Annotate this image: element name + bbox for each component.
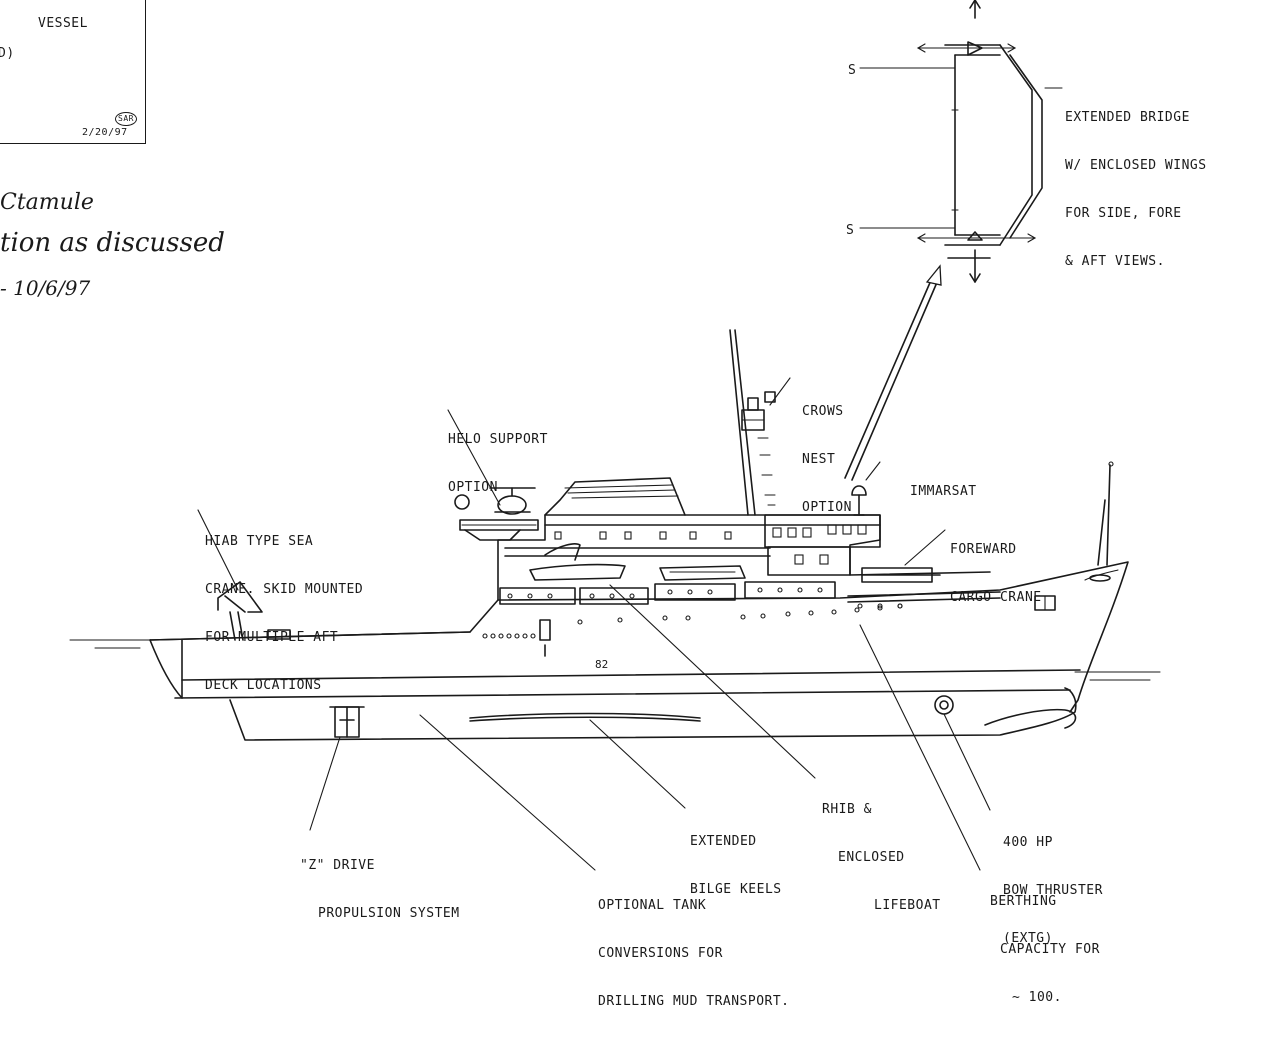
callout-line: 400 HP: [1003, 835, 1053, 850]
callout-line: ENCLOSED: [838, 850, 905, 865]
ship-sketch-sheet: VESSEL D) 2/20/97 SAR Ctamule tion as di…: [0, 0, 1207, 1009]
callout-line: DECK LOCATIONS: [205, 678, 322, 693]
callout-line: CONVERSIONS FOR: [598, 946, 723, 961]
hull-portholes: [577, 603, 903, 625]
callout-leaders: [197, 377, 991, 871]
bridge-pointer-arrow: [844, 264, 942, 481]
callout-tank-conversions: OPTIONAL TANK CONVERSIONS FOR DRILLING M…: [598, 866, 790, 1042]
callout-rhib-lifeboat: RHIB & ENCLOSED LIFEBOAT: [822, 770, 941, 946]
callout-line: FOR MULTIPLE AFT: [205, 630, 339, 645]
callout-line: RHIB &: [822, 802, 872, 817]
z-drive-pod: [329, 706, 365, 738]
callout-hiab-crane: HIAB TYPE SEA CRANE. SKID MOUNTED FOR MU…: [205, 502, 363, 726]
callout-line: EXTENDED: [690, 834, 757, 849]
foreward-cargo-crane: [847, 567, 1001, 609]
foremast: [1097, 461, 1114, 566]
callout-bilge-keels: EXTENDED BILGE KEELS: [690, 802, 782, 930]
callout-line: DRILLING MUD TRANSPORT.: [598, 994, 790, 1009]
callout-line: EXTENDED BRIDGE: [1065, 110, 1190, 125]
bridge-plan-mark-2: S: [846, 223, 854, 238]
title-block-date: 2/20/97: [82, 127, 128, 138]
callout-line: W/ ENCLOSED WINGS: [1065, 158, 1207, 173]
callout-extended-bridge: EXTENDED BRIDGE W/ ENCLOSED WINGS FOR SI…: [1065, 78, 1207, 302]
main-mast: [729, 329, 776, 516]
callout-line: BERTHING: [990, 894, 1057, 909]
callout-line: & AFT VIEWS.: [1065, 254, 1165, 269]
callout-line: IMMARSAT: [910, 484, 977, 499]
title-block-line1: VESSEL: [38, 16, 88, 31]
handwritten-note-line1: Ctamule: [0, 190, 94, 215]
callout-immarsat: IMMARSAT: [910, 452, 977, 532]
callout-line: FOREWARD: [950, 542, 1017, 557]
bridge-plan-mark-1: S: [848, 63, 856, 78]
ship-hull: [149, 561, 1129, 741]
callout-crows-nest: CROWS NEST OPTION: [802, 372, 852, 548]
callout-line: OPTION: [802, 500, 852, 515]
callout-foreward-crane: FOREWARD CARGO CRANE: [950, 510, 1042, 638]
callout-line: PROPULSION SYSTEM: [318, 906, 460, 921]
helo-support: [454, 487, 539, 541]
hiab-sea-crane: [217, 581, 291, 641]
callout-line: FOR SIDE, FORE: [1065, 206, 1182, 221]
callout-line: HELO SUPPORT: [448, 432, 548, 447]
callout-line: CRANE. SKID MOUNTED: [205, 582, 364, 597]
callout-line: LIFEBOAT: [874, 898, 941, 913]
callout-line: ~ 100.: [1012, 990, 1062, 1005]
rhib-lifeboat: [529, 543, 746, 581]
callout-line: CROWS: [802, 404, 844, 419]
title-block-initials: SAR: [115, 112, 137, 126]
bridge-plan-view: [859, 0, 1063, 283]
superstructure: [497, 477, 1056, 611]
callout-line: BOW THRUSTER: [1003, 883, 1103, 898]
handwritten-note-line2: tion as discussed: [0, 228, 225, 258]
aft-vent-grille: [482, 619, 551, 657]
callout-line: BILGE KEELS: [690, 882, 782, 897]
bow-thruster: [934, 695, 954, 715]
callout-line: HIAB TYPE SEA: [205, 534, 314, 549]
callout-line: "Z" DRIVE: [300, 858, 375, 873]
title-block-line2: D): [0, 46, 15, 61]
ship-profile-drawing: S S: [69, 0, 1161, 871]
callout-line: NEST: [802, 452, 836, 467]
callout-line: CAPACITY FOR: [1000, 942, 1100, 957]
callout-z-drive: "Z" DRIVE PROPULSION SYSTEM: [300, 826, 460, 954]
handwritten-note-line3: - 10/6/97: [0, 276, 91, 300]
water-line: [69, 639, 1161, 681]
title-block: VESSEL D) 2/20/97 SAR: [0, 0, 146, 144]
immarsat-dome: [851, 485, 867, 516]
callout-helo-support: HELO SUPPORT OPTION: [448, 400, 548, 528]
hull-marking: 82: [595, 658, 608, 671]
callout-line: OPTIONAL TANK: [598, 898, 707, 913]
callout-berthing: BERTHING CAPACITY FOR ~ 100.: [990, 862, 1100, 1038]
callout-line: CARGO CRANE: [950, 590, 1042, 605]
callout-line: OPTION: [448, 480, 498, 495]
